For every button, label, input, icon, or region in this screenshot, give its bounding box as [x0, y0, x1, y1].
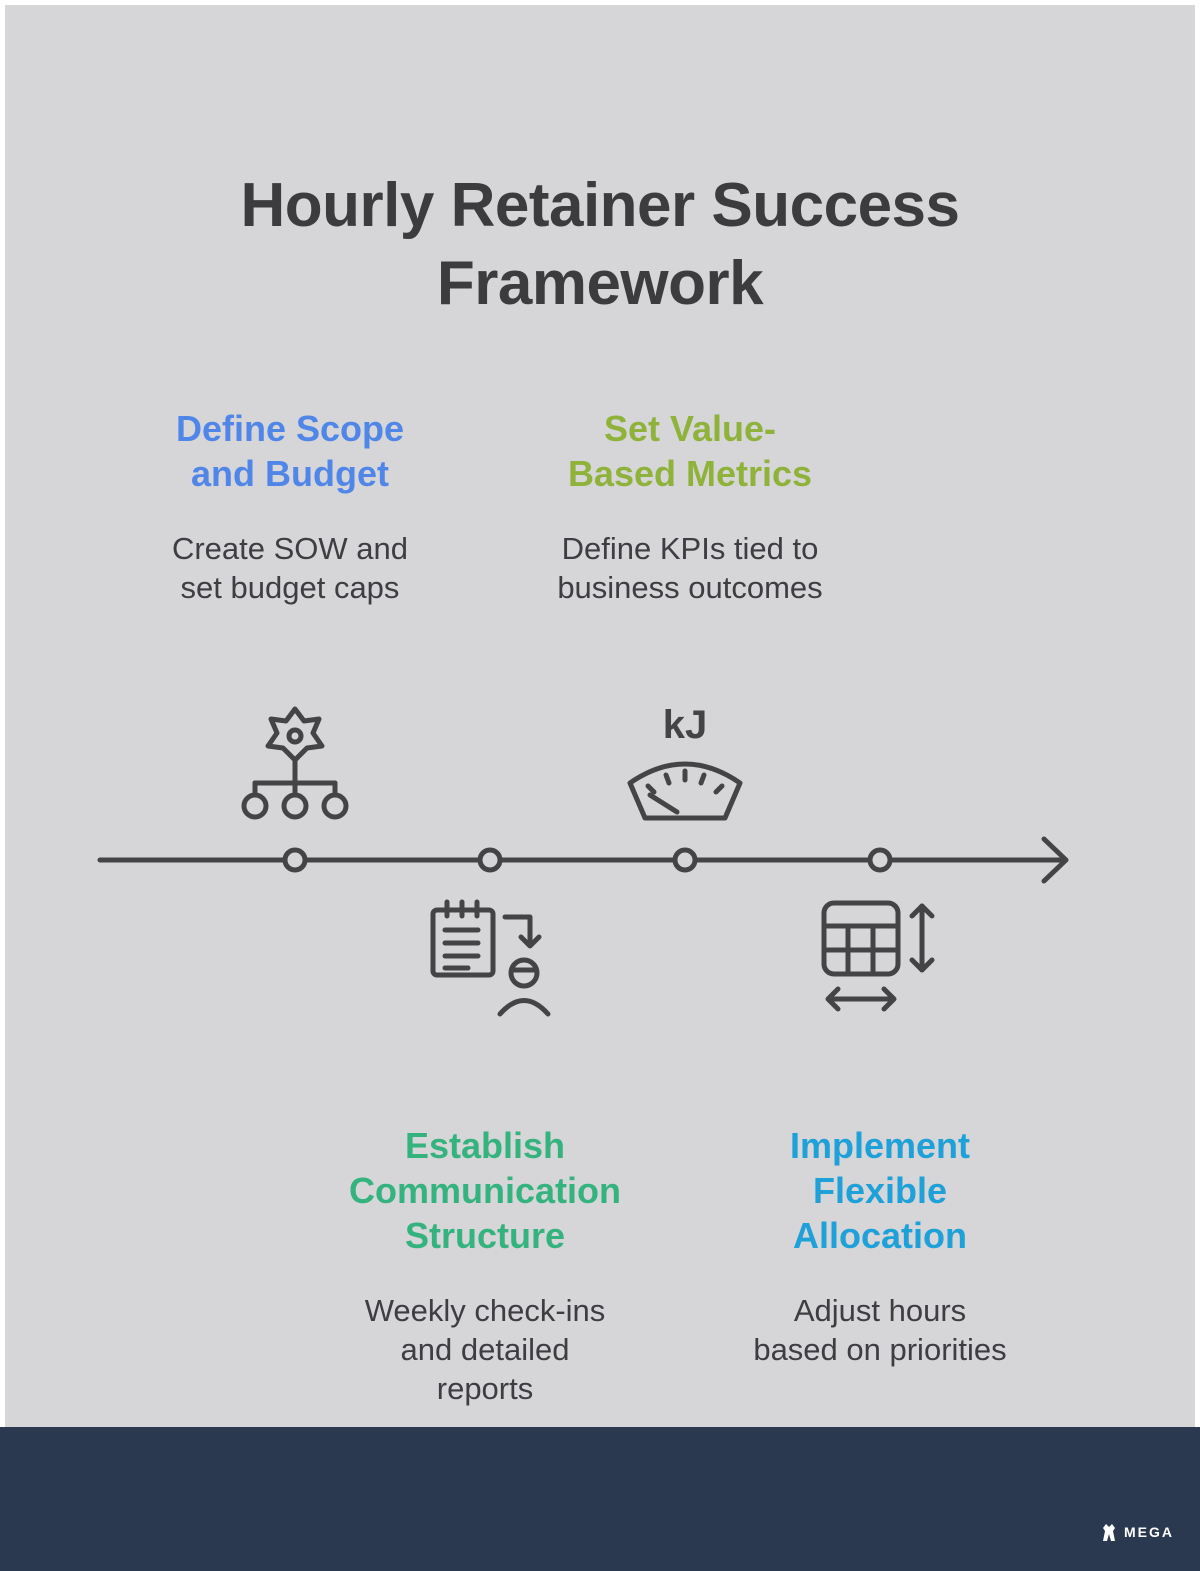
timeline-axis: [97, 836, 1069, 884]
step-title-line: Structure: [404, 1215, 566, 1256]
step-title-line: Flexible: [812, 1170, 948, 1211]
timeline-marker: [282, 847, 308, 873]
step-set-value-based-metrics: Set Value- Based Metrics Define KPIs tie…: [525, 406, 855, 607]
hierarchy-gear-icon: [241, 706, 349, 820]
step-description-line: business outcomes: [557, 570, 823, 605]
step-description-line: Adjust hours: [793, 1293, 967, 1328]
step-description-line: based on priorities: [753, 1332, 1007, 1367]
step-description: Weekly check-ins and detailed reports: [330, 1291, 640, 1408]
step-description-line: and detailed: [400, 1332, 570, 1367]
step-title-line: and Budget: [191, 453, 389, 494]
footer-bar: MEGA: [0, 1427, 1200, 1571]
timeline-marker: [672, 847, 698, 873]
step-description-line: reports: [436, 1371, 534, 1406]
step-title: Implement Flexible Allocation: [725, 1123, 1035, 1258]
step-title-line: Set Value-: [603, 408, 777, 449]
step-establish-communication-structure: Establish Communication Structure Weekly…: [330, 1123, 640, 1408]
timeline-diagram: kJ: [97, 703, 1069, 1017]
step-title-line: Define Scope: [175, 408, 405, 449]
timeline-marker: [477, 847, 503, 873]
step-description-line: Create SOW and: [171, 531, 409, 566]
infographic-panel: Hourly Retainer Success Framework: [5, 5, 1195, 1427]
clipboard-person-icon: [430, 899, 551, 1017]
step-description: Define KPIs tied to business outcomes: [525, 529, 855, 607]
kj-label: kJ: [663, 703, 708, 747]
step-title-line: Establish: [404, 1125, 566, 1166]
step-title-line: Implement: [789, 1125, 971, 1166]
step-implement-flexible-allocation: Implement Flexible Allocation Adjust hou…: [725, 1123, 1035, 1369]
step-description-line: set budget caps: [180, 570, 400, 605]
page-title-line-1: Hourly Retainer Success: [240, 171, 960, 240]
step-description-line: Define KPIs tied to: [561, 531, 819, 566]
arrow-right-icon: [1041, 836, 1069, 884]
step-title-line: Communication: [348, 1170, 621, 1211]
step-description: Adjust hours based on priorities: [725, 1291, 1035, 1369]
brand-name: MEGA: [1124, 1524, 1174, 1540]
step-title: Define Scope and Budget: [140, 406, 440, 496]
timeline-marker: [867, 847, 893, 873]
step-title: Set Value- Based Metrics: [525, 406, 855, 496]
step-description-line: Weekly check-ins: [364, 1293, 606, 1328]
page-title-line-2: Framework: [436, 249, 764, 318]
brand-logo: MEGA: [1100, 1522, 1174, 1542]
step-description: Create SOW and set budget caps: [140, 529, 440, 607]
step-title-line: Based Metrics: [567, 453, 813, 494]
step-title: Establish Communication Structure: [330, 1123, 640, 1258]
step-define-scope-and-budget: Define Scope and Budget Create SOW and s…: [140, 406, 440, 607]
kj-gauge-icon: kJ: [627, 703, 743, 821]
resizable-table-icon: [821, 900, 935, 1012]
page-title: Hourly Retainer Success Framework: [5, 167, 1195, 323]
mega-logo-icon: [1103, 1524, 1115, 1541]
step-title-line: Allocation: [792, 1215, 967, 1256]
timeline-markers: [282, 847, 893, 873]
